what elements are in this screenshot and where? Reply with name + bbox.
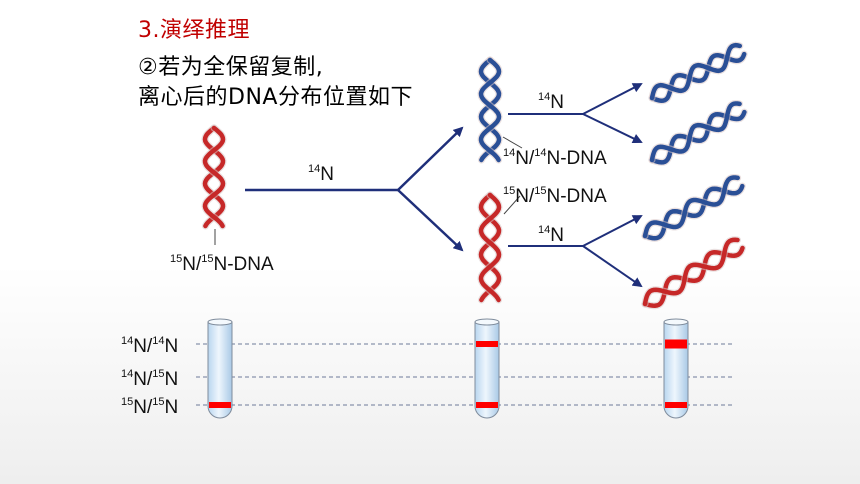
upper-dna-label: 14N/14N-DNA	[503, 147, 607, 169]
lower-branch-arrow	[508, 215, 643, 288]
centrifuge-tubes	[207, 318, 689, 419]
dna-band-heavy	[476, 402, 498, 408]
lower-dna-leader	[503, 195, 521, 215]
right-dna-helix-4	[641, 236, 746, 310]
band-label-light: 14N/14N	[121, 335, 178, 357]
upper-medium-label: 14N	[538, 91, 564, 113]
tube-rim	[663, 318, 689, 326]
upper-dna-leader	[502, 136, 523, 149]
lower-daughter-dna-helix	[477, 191, 503, 304]
section-heading: 3.演绎推理	[138, 18, 250, 43]
subtitle-line-2: 离心后的DNA分布位置如下	[138, 85, 413, 110]
dna-band-light	[665, 339, 687, 349]
band-guide-lines	[196, 343, 735, 406]
parent-dna-helix	[201, 124, 227, 230]
dna-band-light	[476, 341, 498, 347]
lower-medium-label: 14N	[538, 224, 564, 246]
tube-rim	[474, 318, 500, 326]
band-label-hybrid: 14N/15N	[121, 368, 178, 390]
parent-dna-label: 15N/15N-DNA	[170, 253, 274, 275]
main-medium-label: 14N	[308, 163, 334, 185]
right-dna-helix-2	[648, 100, 748, 166]
lower-dna-label: 15N/15N-DNA	[503, 185, 607, 207]
band-label-heavy: 15N/15N	[121, 396, 178, 418]
right-dna-helix-3	[641, 174, 746, 242]
dna-band-heavy	[209, 402, 231, 408]
centrifuge-tube	[207, 321, 233, 419]
upper-branch-arrow	[508, 83, 643, 144]
tube-rim	[207, 318, 233, 326]
dna-band-heavy	[665, 402, 687, 408]
right-dna-helix-1	[648, 41, 748, 105]
main-arrow	[245, 126, 464, 252]
upper-daughter-dna-helix	[477, 56, 503, 164]
subtitle-line-1: ②若为全保留复制,	[138, 55, 324, 80]
